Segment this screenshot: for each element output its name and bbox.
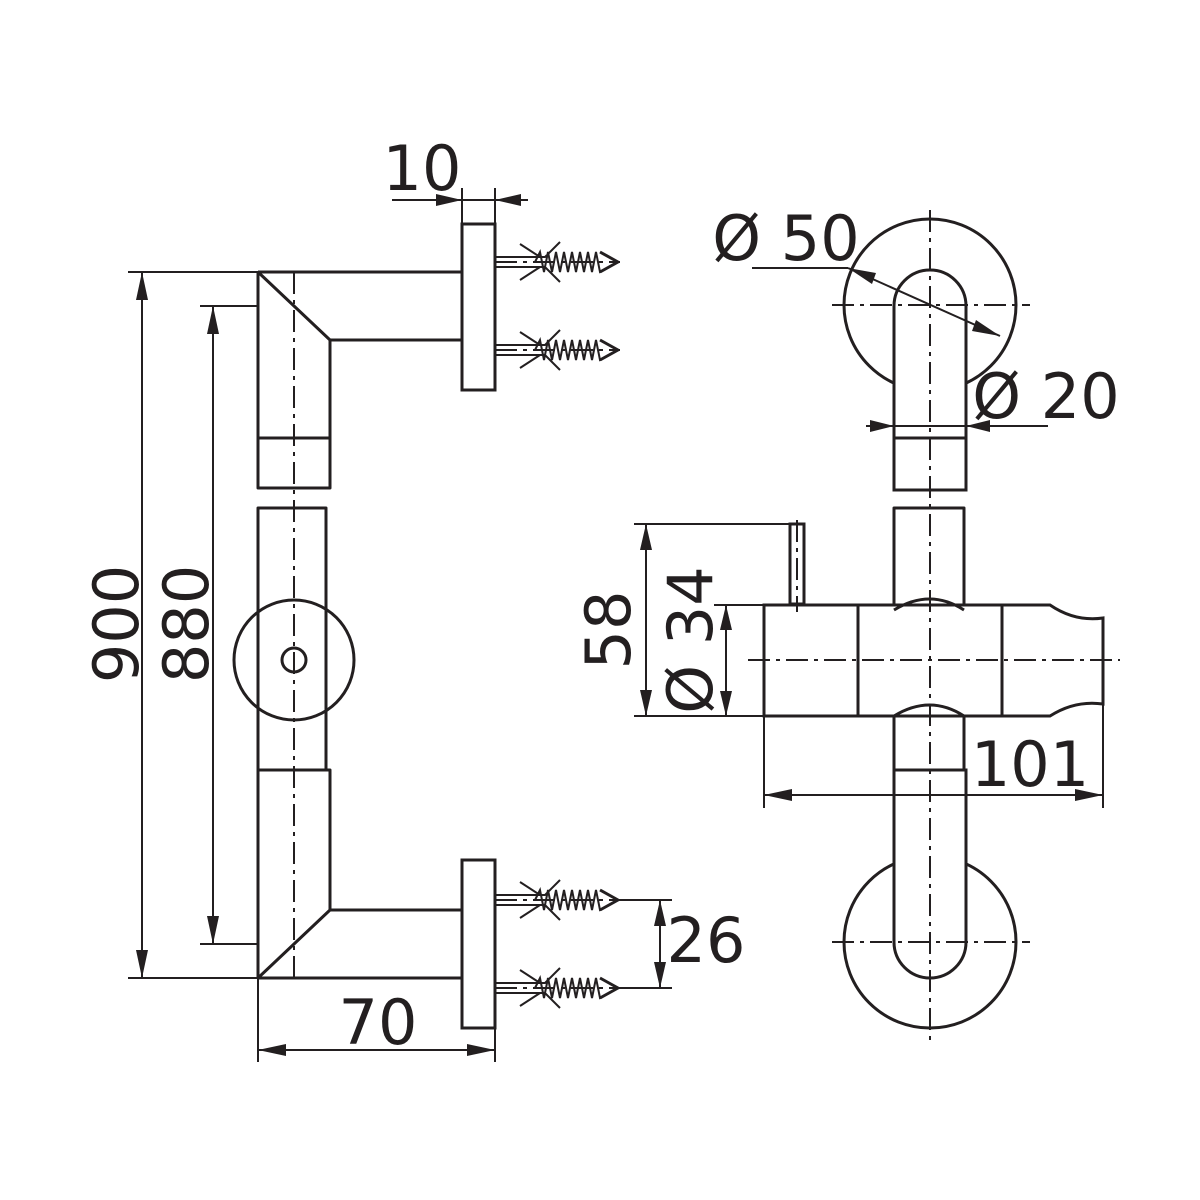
dim-slider-diameter: Ø 34 xyxy=(654,566,727,713)
top-bracket-arm xyxy=(256,270,462,342)
wall-screw xyxy=(495,241,620,283)
front-view-dimensions: Ø 50 Ø 20 58 Ø 34 101 xyxy=(572,202,1120,808)
wall-screw xyxy=(495,329,620,371)
wall-screw xyxy=(495,879,620,921)
bottom-wall-plate xyxy=(460,858,497,1030)
dim-rail-diameter: Ø 20 xyxy=(972,360,1119,433)
dim-plate-thickness: 10 xyxy=(383,132,462,205)
bottom-bracket-arm xyxy=(256,908,462,980)
dim-slider-height: 58 xyxy=(572,591,645,670)
dim-overall-height: 900 xyxy=(80,565,153,683)
side-view-dimensions: 900 880 70 10 26 xyxy=(80,132,745,1062)
top-wall-plate xyxy=(460,222,497,392)
wall-screw xyxy=(495,967,620,1009)
rail-middle-segment xyxy=(256,506,328,772)
dim-projection: 70 xyxy=(339,986,418,1059)
side-view xyxy=(232,222,620,1030)
dim-slider-length: 101 xyxy=(971,728,1089,801)
dim-plate-diameter: Ø 50 xyxy=(712,202,859,275)
dim-centers-height: 880 xyxy=(150,565,223,683)
front-view xyxy=(748,210,1120,1040)
dim-screw-spacing: 26 xyxy=(667,904,746,977)
